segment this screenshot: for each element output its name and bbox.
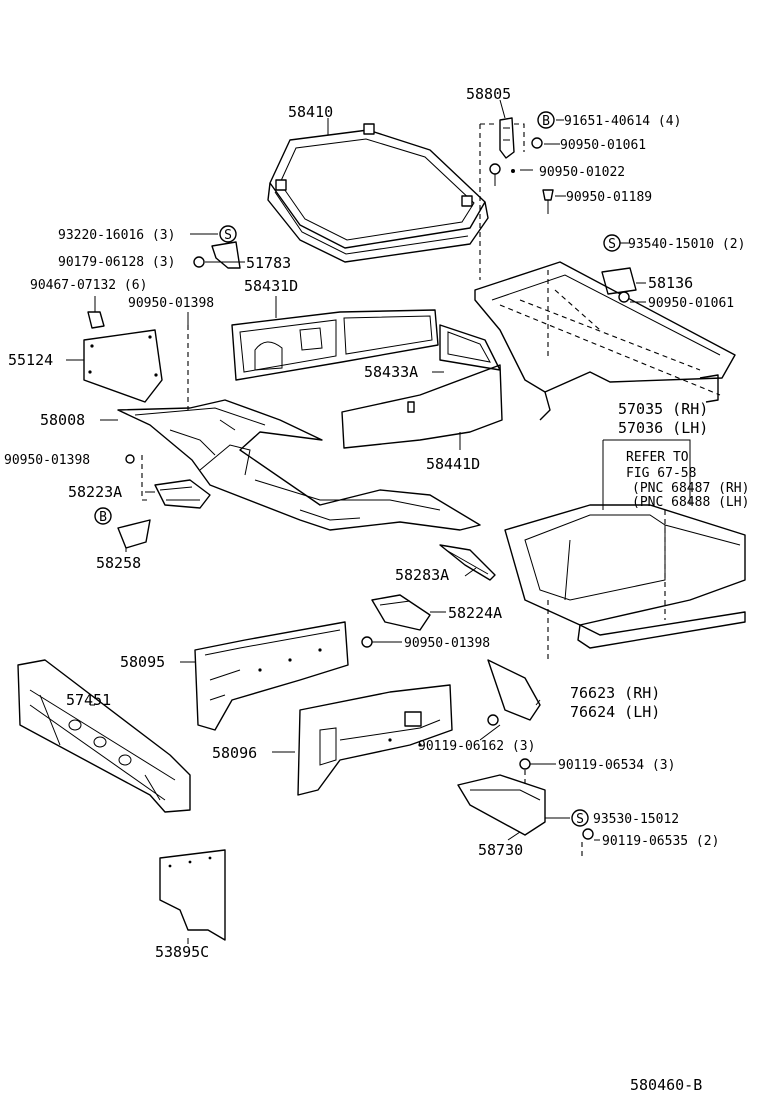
refer-note-line-1: REFER TO <box>626 450 689 465</box>
label-58096: 58096 <box>212 744 257 762</box>
part-58258-drawing <box>117 519 151 549</box>
svg-text:B: B <box>99 510 107 525</box>
part-55124-drawing <box>83 329 163 403</box>
part-76623-drawing <box>487 659 541 726</box>
label-90179: 90179-06128 (3) <box>58 255 175 270</box>
part-58136-drawing <box>601 267 637 303</box>
refer-note-line-4: (PNC 68488 (LH) <box>632 495 749 510</box>
label-57451: 57451 <box>66 691 111 709</box>
label-90950-01398-c: 90950-01398 <box>404 636 490 651</box>
label-91651: 91651-40614 (4) <box>564 114 681 129</box>
label-58136: 58136 <box>648 274 693 292</box>
clip-90467 <box>87 311 105 329</box>
part-58223A-drawing <box>125 454 211 509</box>
label-90950-01061-b: 90950-01061 <box>648 296 734 311</box>
label-51783: 51783 <box>246 254 291 272</box>
label-58441D: 58441D <box>426 455 480 473</box>
rear-floor-panel-drawing <box>474 261 736 421</box>
label-58223A: 58223A <box>68 483 122 501</box>
label-57035: 57035 (RH) <box>618 400 708 418</box>
label-90119-06534: 90119-06534 (3) <box>558 758 675 773</box>
label-58283A: 58283A <box>395 566 449 584</box>
part-58096-drawing <box>297 684 453 796</box>
marker-s-93530: S <box>571 809 589 827</box>
part-58095-drawing <box>194 621 349 731</box>
label-58224A: 58224A <box>448 604 502 622</box>
label-90119-06535: 90119-06535 (2) <box>602 834 719 849</box>
label-90950-01398-b: 90950-01398 <box>4 453 90 468</box>
label-90119-06162: 90119-06162 (3) <box>418 739 535 754</box>
label-58431D: 58431D <box>244 277 298 295</box>
label-90950-01398-a: 90950-01398 <box>128 296 214 311</box>
label-58410: 58410 <box>288 103 333 121</box>
part-58433A-drawing <box>439 324 501 371</box>
svg-text:S: S <box>576 812 584 827</box>
label-58805: 58805 <box>466 85 511 103</box>
part-58283A-drawing <box>439 544 496 581</box>
svg-text:B: B <box>542 114 550 129</box>
part-58730-drawing <box>457 758 594 860</box>
label-58095: 58095 <box>120 653 165 671</box>
diagram-id: 580460-B <box>630 1076 702 1094</box>
marker-b-top: B <box>537 111 555 129</box>
refer-note-line-3: (PNC 68487 (RH) <box>632 481 749 496</box>
label-90950-01189: 90950-01189 <box>566 190 652 205</box>
label-76624: 76624 (LH) <box>570 703 660 721</box>
part-57035-drawing <box>504 439 746 649</box>
part-58410-drawing <box>267 123 489 263</box>
part-58805-drawing <box>479 117 525 280</box>
label-58008: 58008 <box>40 411 85 429</box>
part-53895C-drawing <box>159 849 226 941</box>
label-90467: 90467-07132 (6) <box>30 278 147 293</box>
label-58433A: 58433A <box>364 363 418 381</box>
part-58008-drawing <box>117 325 481 531</box>
part-58441D-drawing <box>341 364 503 449</box>
label-58258: 58258 <box>96 554 141 572</box>
label-76623: 76623 (RH) <box>570 684 660 702</box>
label-58730: 58730 <box>478 841 523 859</box>
label-93540: 93540-15010 (2) <box>628 237 745 252</box>
label-90950-01061-a: 90950-01061 <box>560 138 646 153</box>
svg-text:S: S <box>224 228 232 243</box>
label-90950-01022: 90950-01022 <box>539 165 625 180</box>
part-58431D-drawing <box>231 309 439 381</box>
part-51783-drawing <box>193 241 241 269</box>
marker-s-93540: S <box>603 234 621 252</box>
label-55124: 55124 <box>8 351 53 369</box>
fasteners-58805 <box>489 137 554 214</box>
part-57451-drawing <box>17 659 191 813</box>
refer-note-line-2: FIG 67-58 <box>626 466 696 481</box>
label-93530: 93530-15012 <box>593 812 679 827</box>
label-53895C: 53895C <box>155 943 209 961</box>
label-57036: 57036 (LH) <box>618 419 708 437</box>
svg-text:S: S <box>608 237 616 252</box>
leader-lines <box>66 99 646 944</box>
label-93220: 93220-16016 (3) <box>58 228 175 243</box>
marker-b-58258: B <box>94 507 112 525</box>
marker-s-93220: S <box>219 225 237 243</box>
